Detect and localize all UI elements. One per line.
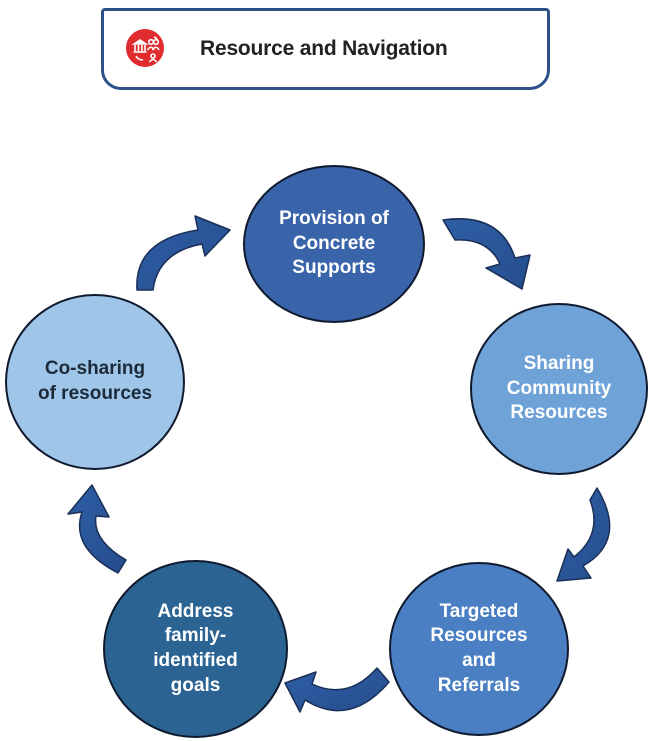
cycle-arrow-address-to-cosharing <box>67 484 127 574</box>
page-title: Resource and Navigation <box>200 37 448 60</box>
cycle-arrow-sharing-to-targeted <box>556 487 611 582</box>
cycle-node-address-family-identified-goals: Address family- identified goals <box>103 560 288 738</box>
cycle-node-label: Sharing Community Resources <box>506 352 612 424</box>
cycle-arrow-provision-to-sharing <box>442 218 531 290</box>
cycle-node-label: Targeted Resources and Referrals <box>430 600 528 696</box>
cycle-node-co-sharing-of-resources: Co-sharing of resources <box>5 294 185 470</box>
cycle-node-targeted-resources-and-referrals: Targeted Resources and Referrals <box>389 562 569 736</box>
building-and-people-icon <box>126 29 164 67</box>
cycle-node-label: Provision of Concrete Supports <box>279 207 389 279</box>
cycle-node-label: Co-sharing of resources <box>37 358 153 404</box>
cycle-arrow-targeted-to-address <box>284 667 390 713</box>
cycle-node-sharing-community-resources: Sharing Community Resources <box>470 303 648 475</box>
cycle-node-label: Address family- identified goals <box>153 600 238 696</box>
header-banner: Resource and Navigation <box>101 8 550 90</box>
cycle-node-provision-of-concrete-supports: Provision of Concrete Supports <box>243 165 425 323</box>
cycle-arrow-cosharing-to-provision <box>136 215 231 291</box>
